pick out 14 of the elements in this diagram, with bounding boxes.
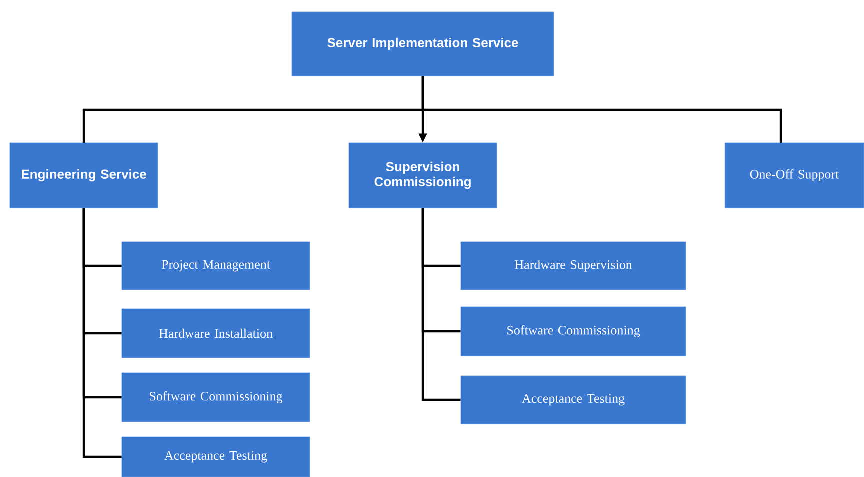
connector-line — [422, 208, 461, 402]
task-box: Hardware Installation — [122, 308, 310, 358]
task-box: Project Management — [122, 242, 310, 290]
category-box: Supervision Commissioning — [348, 142, 498, 208]
category-box: Engineering Service — [10, 142, 158, 208]
connector-line — [82, 208, 122, 458]
root-box: Server Implementation Service — [292, 12, 554, 76]
task-box: Hardware Supervision — [460, 242, 686, 290]
task-box: Acceptance Testing — [122, 436, 310, 477]
task-box: Software Commissioning — [122, 372, 310, 422]
task-box: Acceptance Testing — [460, 376, 686, 424]
task-box: Software Commissioning — [460, 306, 686, 356]
connector-line — [422, 76, 782, 143]
task-box: One-Off Support — [724, 142, 864, 208]
